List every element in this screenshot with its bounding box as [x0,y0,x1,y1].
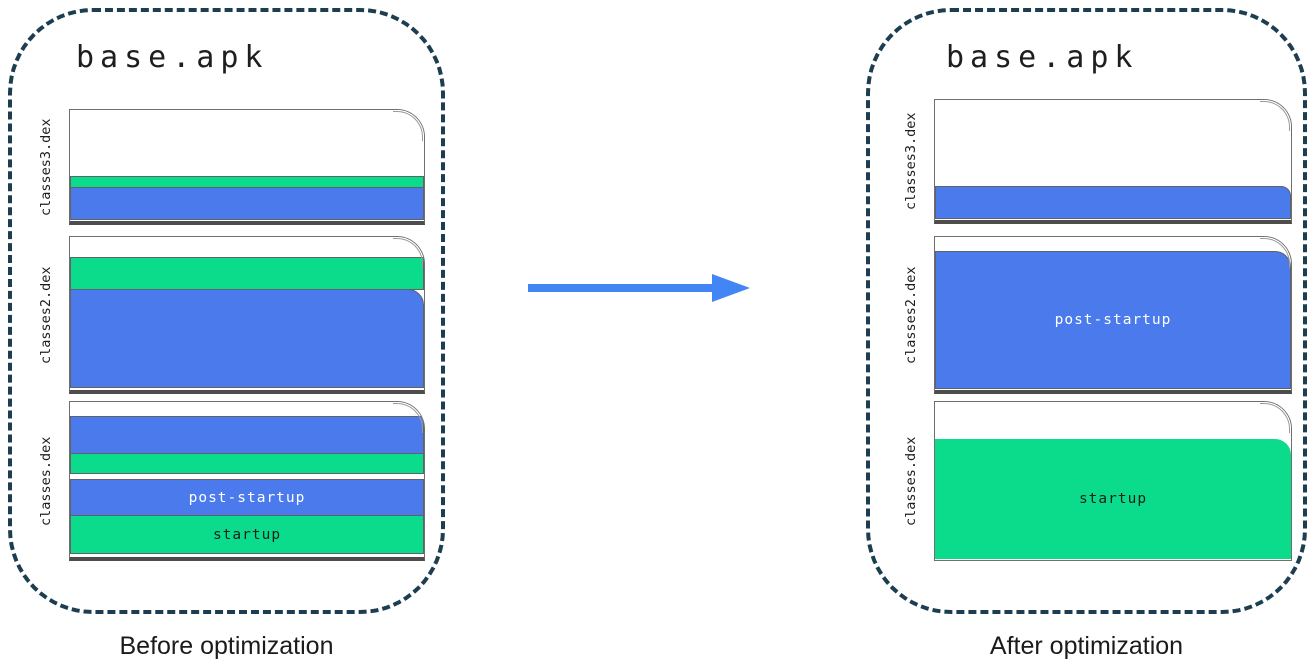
apk-container-after: base.apk classes3.dex classes2.dex post-st… [866,8,1307,660]
band-white [70,110,424,176]
panel-caption-after: After optimization [989,632,1184,660]
file-page-shape [69,109,425,225]
dex-file-classes3-dex: classes3.dex [903,99,1292,224]
band-white [70,474,424,479]
file-page-shape: post-startup [934,236,1292,394]
band-blue [70,187,424,220]
band-post-startup: post-startup [70,479,424,516]
band-green [70,257,424,290]
dex-file-name-label: classes2.dex [903,266,919,364]
file-page-shape: startup [934,401,1292,561]
apk-container-before: base.apk classes3.dex classes2.dex classes… [8,8,445,660]
dex-file-name-label: classes2.dex [38,266,54,364]
dex-file-classes2-dex: classes2.dex [38,236,425,394]
band-white [70,237,424,257]
band-post-startup: post-startup [935,251,1291,389]
apk-title: base.apk [946,40,1139,75]
band-blue [70,416,424,454]
panel-caption-before: Before optimization [119,632,334,660]
dex-file-name-label: classes.dex [903,436,919,526]
band-white [935,100,1291,186]
band-white [70,402,424,416]
band-startup: startup [935,439,1291,559]
band-startup: startup [70,515,424,554]
dex-file-name-label: classes.dex [38,436,54,526]
band-blue [935,186,1291,219]
band-blue [70,289,424,388]
band-white [935,402,1291,439]
file-page-shape [69,236,425,394]
arrow-shaft [528,284,714,292]
arrow-head-icon [712,274,750,302]
dex-file-classes-dex: classes.dex startup [903,401,1292,561]
optimization-arrow [528,271,752,305]
band-green [70,453,424,474]
band-white [935,237,1291,251]
apk-title: base.apk [76,40,269,75]
dex-file-name-label: classes3.dex [38,118,54,216]
dex-file-name-label: classes3.dex [903,112,919,211]
dex-file-classes2-dex: classes2.dex post-startup [903,236,1292,394]
file-page-shape [934,99,1292,224]
dex-file-classes3-dex: classes3.dex [38,109,425,225]
